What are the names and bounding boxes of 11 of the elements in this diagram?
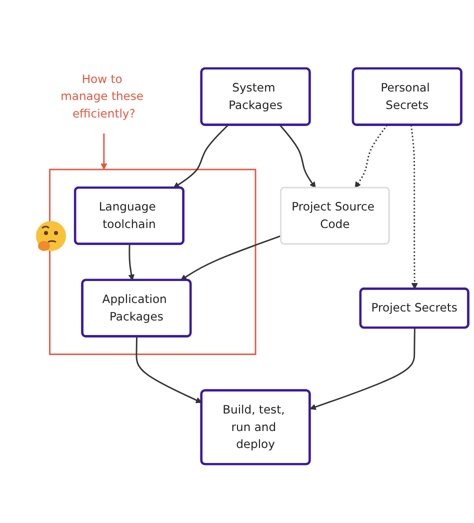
arrow	[180, 234, 282, 280]
arrow	[128, 244, 135, 280]
arrow	[173, 124, 229, 188]
node-text: How to manage these efficiently?	[60, 72, 144, 120]
cluster	[49, 168, 256, 355]
arrow	[136, 336, 202, 403]
arrow	[279, 124, 316, 188]
arrow	[410, 124, 418, 289]
arrow	[354, 124, 388, 188]
arrow	[100, 133, 108, 170]
arrow	[310, 328, 416, 410]
